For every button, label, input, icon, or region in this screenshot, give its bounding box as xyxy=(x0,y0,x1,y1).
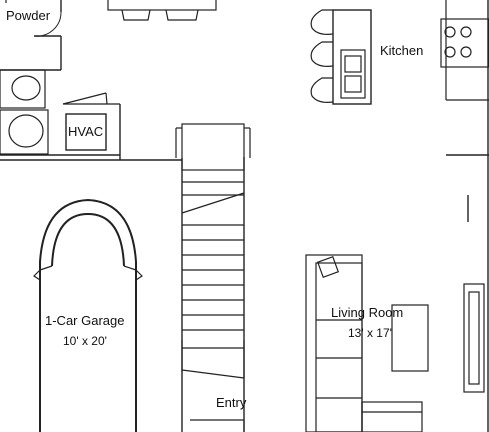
car-outline xyxy=(33,198,143,432)
kitchen-range xyxy=(440,0,489,101)
label-powder: Powder xyxy=(6,8,51,23)
label-hvac: HVAC xyxy=(68,124,104,139)
label-living-room-size: 13' x 17' xyxy=(348,326,392,340)
label-living-room: Living Room xyxy=(331,305,404,320)
sectional-sofa xyxy=(305,254,423,432)
coffee-table xyxy=(391,304,429,372)
label-garage-size: 10' x 20' xyxy=(63,334,107,348)
staircase xyxy=(175,123,251,379)
hvac-unit xyxy=(62,92,120,151)
laundry-appliances xyxy=(0,69,49,155)
dining-table xyxy=(107,0,217,21)
label-entry: Entry xyxy=(216,395,247,410)
media-console xyxy=(463,283,485,393)
label-kitchen: Kitchen xyxy=(380,43,424,58)
entry-door xyxy=(190,419,245,432)
kitchen-island xyxy=(310,9,372,105)
label-garage: 1-Car Garage xyxy=(45,313,125,328)
